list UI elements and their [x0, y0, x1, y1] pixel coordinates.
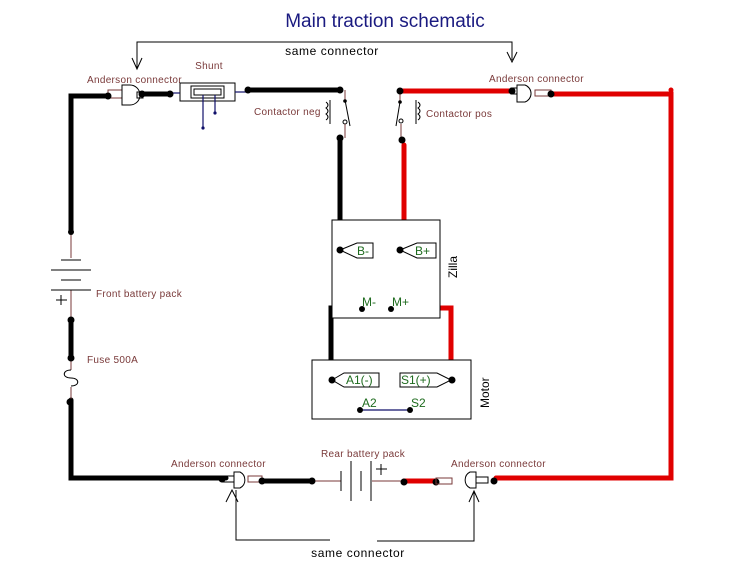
- anderson-connector-top-right: [508, 84, 674, 103]
- anderson-connector-bottom-right: [432, 471, 498, 489]
- anderson-connector-label-bottom-left: Anderson connector: [171, 459, 266, 470]
- terminal-m-plus: M+: [392, 295, 409, 309]
- terminal-a1: A1(-): [346, 373, 373, 387]
- same-connector-label-top: same connector: [285, 44, 379, 58]
- contactor-pos: [395, 87, 421, 144]
- front-battery: [51, 229, 91, 324]
- anderson-connector-label-top-left: Anderson connector: [87, 75, 182, 86]
- terminal-b-minus: B-: [357, 244, 369, 258]
- front-battery-label: Front battery pack: [96, 289, 183, 300]
- same-connector-bracket-top: [131, 41, 518, 71]
- terminal-s1: S1(+): [401, 373, 431, 387]
- motor: [311, 359, 472, 420]
- positive-wiring: [391, 88, 674, 484]
- anderson-connector-top-left: [104, 84, 146, 106]
- terminal-b-plus: B+: [415, 244, 430, 258]
- rear-battery-label: Rear battery pack: [321, 449, 406, 460]
- negative-wiring: [68, 87, 365, 484]
- same-connector-bracket-bottom: [225, 488, 480, 542]
- rear-battery: [340, 461, 408, 501]
- terminal-a2: A2: [362, 396, 377, 410]
- fuse-label: Fuse 500A: [87, 355, 138, 366]
- terminal-s2: S2: [411, 396, 426, 410]
- contactor-pos-label: Contactor pos: [426, 109, 492, 120]
- shunt-label: Shunt: [195, 61, 223, 72]
- zilla-label: Zilla: [446, 256, 460, 278]
- contactor-neg: [325, 86, 351, 142]
- shunt: [166, 82, 252, 130]
- motor-label: Motor: [478, 377, 492, 408]
- same-connector-label-bottom: same connector: [311, 546, 405, 560]
- anderson-connector-bottom-left: [218, 471, 316, 489]
- diagram-title: Main traction schematic: [285, 11, 485, 32]
- thin-leads: [70, 232, 404, 482]
- anderson-connector-label-bottom-right: Anderson connector: [451, 459, 546, 470]
- fuse: [63, 354, 79, 406]
- contactor-neg-label: Contactor neg: [254, 107, 321, 118]
- anderson-connector-label-top-right: Anderson connector: [489, 74, 584, 85]
- zilla-controller: [331, 219, 441, 319]
- terminal-m-minus: M-: [362, 295, 376, 309]
